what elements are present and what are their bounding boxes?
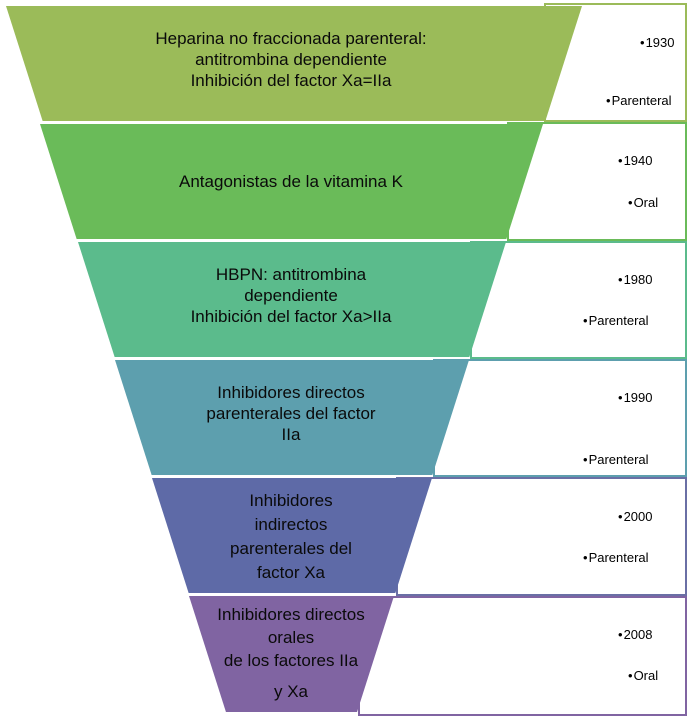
- bullet-icon: •: [640, 35, 645, 50]
- label-line: HBPN: antitrombina: [215, 265, 367, 284]
- level-5-route: •Parenteral: [583, 550, 649, 565]
- funnel-level-3: [78, 242, 506, 357]
- level-route-value: Oral: [633, 668, 659, 683]
- label-line: factor Xa: [256, 563, 326, 582]
- level-3-year: •1980: [618, 272, 652, 287]
- level-1-route: •Parenteral: [606, 93, 672, 108]
- bullet-icon: •: [606, 93, 611, 108]
- label-line: Inhibidores directos: [217, 383, 365, 402]
- funnel-level-6: [189, 596, 394, 712]
- bullet-icon: •: [628, 195, 633, 210]
- funnel-level-4-label: Inhibidores directos parenterales del fac…: [121, 382, 461, 445]
- funnel-level-2: [40, 124, 543, 239]
- level-year-value: 1930: [645, 35, 675, 50]
- level-6-year: •2008: [618, 627, 652, 642]
- level-1-year: •1930: [640, 35, 674, 50]
- funnel-level-2-label: Antagonistas de la vitamina K: [121, 171, 461, 192]
- label-line: Inhibidores: [249, 491, 333, 510]
- level-route-value: Parenteral: [588, 452, 649, 467]
- bullet-icon: •: [618, 153, 623, 168]
- level-6-route: •Oral: [628, 668, 658, 683]
- label-line: IIa: [281, 425, 301, 444]
- funnel-level-5: [152, 478, 432, 593]
- funnel-level-1-label: Heparina no fraccionada parenteral: antit…: [121, 28, 461, 91]
- funnel-level-4: [115, 360, 469, 475]
- bullet-icon: •: [583, 550, 588, 565]
- label-line: Antagonistas de la vitamina K: [179, 172, 403, 191]
- label-line: de los factores IIa: [223, 651, 359, 670]
- bullet-icon: •: [628, 668, 633, 683]
- label-line: orales: [267, 628, 315, 647]
- level-year-value: 2000: [623, 509, 653, 524]
- bullet-icon: •: [618, 272, 623, 287]
- label-line: Inhibición del factor Xa>IIa: [190, 307, 392, 326]
- label-line: Inhibición del factor Xa=IIa: [190, 71, 392, 90]
- level-2-year: •1940: [618, 153, 652, 168]
- funnel-level-1: [6, 6, 582, 121]
- level-route-value: Parenteral: [588, 313, 649, 328]
- level-year-value: 2008: [623, 627, 653, 642]
- level-3-info-box: [470, 241, 687, 359]
- level-6-info-box: [358, 596, 687, 716]
- label-line: parenterales del factor: [206, 404, 376, 423]
- level-route-value: Parenteral: [588, 550, 649, 565]
- bullet-icon: •: [618, 627, 623, 642]
- level-5-info-box: [396, 477, 687, 596]
- bullet-icon: •: [618, 509, 623, 524]
- level-4-route: •Parenteral: [583, 452, 649, 467]
- label-line: Heparina no fraccionada parenteral:: [155, 29, 427, 48]
- level-4-info-box: [433, 359, 687, 477]
- level-2-route: •Oral: [628, 195, 658, 210]
- bullet-icon: •: [583, 452, 588, 467]
- level-year-value: 1980: [623, 272, 653, 287]
- label-spacer: [121, 672, 461, 680]
- level-4-year: •1990: [618, 390, 652, 405]
- level-3-route: •Parenteral: [583, 313, 649, 328]
- bullet-icon: •: [618, 390, 623, 405]
- label-line: dependiente: [244, 286, 338, 305]
- level-year-value: 1940: [623, 153, 653, 168]
- level-route-value: Parenteral: [611, 93, 672, 108]
- level-route-value: Oral: [633, 195, 659, 210]
- level-5-year: •2000: [618, 509, 652, 524]
- label-line: parenterales del: [230, 539, 352, 558]
- label-line: indirectos: [254, 515, 328, 534]
- label-line: antitrombina dependiente: [195, 50, 387, 69]
- funnel-level-5-label: Inhibidores indirectos parenterales del fac…: [121, 489, 461, 585]
- label-line: y Xa: [273, 682, 309, 701]
- label-line: Inhibidores directos: [217, 605, 365, 624]
- funnel-level-6-label: Inhibidores directos orales de los factore…: [121, 603, 461, 703]
- bullet-icon: •: [583, 313, 588, 328]
- level-year-value: 1990: [623, 390, 653, 405]
